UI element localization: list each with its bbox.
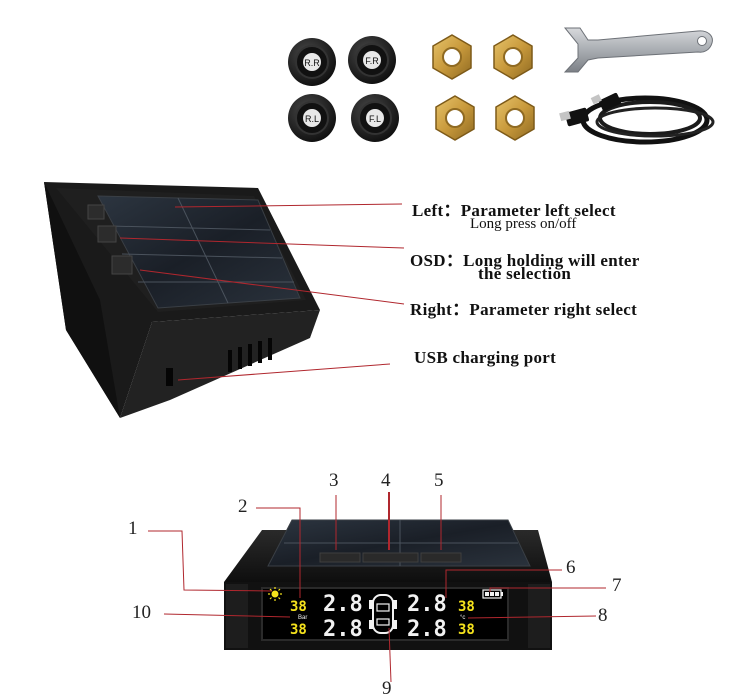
callout-usb-title: USB charging port (414, 348, 557, 367)
battery-icon (482, 589, 503, 599)
callout-leaders-bottom (148, 492, 606, 683)
sensor-cap-rl (288, 94, 336, 142)
left-button (87, 204, 105, 220)
sensor-label-fr: F.R (365, 56, 379, 66)
diagram-number-1: 1 (128, 518, 138, 539)
hex-nut-icon (493, 34, 533, 80)
usb-cable-icon (559, 92, 715, 145)
right-button (420, 552, 462, 563)
osd-button (97, 225, 117, 243)
diagram-number-4: 4 (381, 470, 391, 491)
hex-nut-icon (432, 34, 472, 80)
callout-left-subtitle: Long press on/off (470, 216, 577, 232)
diagram-number-6: 6 (566, 557, 576, 578)
diagram-number-10: 10 (132, 602, 151, 623)
lcd-right-bottom-temp: 38 (458, 622, 475, 638)
diagram-number-9: 9 (382, 678, 392, 699)
right-button (111, 255, 133, 275)
lcd-left-bottom-temp: 38 (290, 622, 307, 638)
callout-right-title: Right：Parameter right select (410, 300, 638, 319)
callout-leaders-top (119, 203, 405, 381)
lcd-pressure-fr: 2.8 (407, 592, 447, 617)
diagram-number-5: 5 (434, 470, 444, 491)
sun-icon (268, 587, 282, 601)
lcd-left-unit: Bar (298, 615, 307, 621)
car-icon (369, 594, 397, 634)
callout-osd-subtitle: the selection (478, 264, 572, 283)
diagram-number-2: 2 (238, 496, 248, 517)
hex-nut-icon (435, 95, 475, 141)
tpms-receiver-angled (44, 182, 320, 418)
lcd-pressure-rr: 2.8 (407, 617, 447, 642)
osd-button (362, 552, 419, 563)
sensor-cap-fr (348, 36, 396, 84)
vent-slots (228, 338, 272, 372)
diagram-number-3: 3 (329, 470, 339, 491)
callout-osd-title: OSD：Long holding will enter (410, 251, 640, 270)
lcd-screen (261, 587, 509, 641)
diagram-number-7: 7 (612, 575, 622, 596)
sensor-label-rr: R.R (304, 58, 320, 68)
wrench-icon (563, 27, 713, 73)
lcd-right-top-temp: 38 (458, 599, 475, 615)
sensor-label-fl: F.L (369, 114, 381, 124)
usb-port (166, 368, 173, 386)
sensor-cap-fl (351, 94, 399, 142)
lcd-left-top-temp: 38 (290, 599, 307, 615)
left-button (319, 552, 361, 563)
lcd-pressure-fl: 2.8 (323, 592, 363, 617)
hex-nut-icon (495, 95, 535, 141)
callout-left-title: Left：Parameter left select (412, 201, 616, 220)
diagram-number-8: 8 (598, 605, 608, 626)
lcd-pressure-rl: 2.8 (323, 617, 363, 642)
tpms-receiver-front (224, 519, 552, 650)
sensor-cap-rr (288, 38, 336, 86)
sensor-label-rl: R.L (305, 114, 319, 124)
lcd-right-unit: °c (460, 615, 465, 621)
